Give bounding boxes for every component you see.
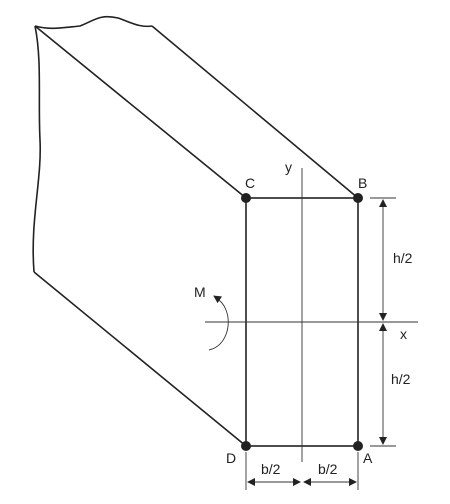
- y-axis-label: y: [285, 159, 292, 175]
- beam-broken-end: [32, 15, 153, 273]
- point-b-label: B: [358, 175, 367, 191]
- point-b: [353, 193, 363, 203]
- point-a: [353, 441, 363, 451]
- height-dimension: [370, 197, 396, 447]
- x-axis-label: x: [400, 326, 407, 342]
- half-width-right-label: b/2: [318, 461, 338, 477]
- point-a-label: A: [363, 450, 373, 466]
- point-c: [241, 193, 251, 203]
- point-d-label: D: [226, 450, 236, 466]
- half-height-top-label: h/2: [393, 250, 413, 266]
- width-dimension: [245, 452, 359, 490]
- moment-arrow: [208, 295, 229, 351]
- beam-upper-edge: [151, 25, 359, 199]
- beam-top-edge: [34, 25, 247, 199]
- beam-body: [32, 15, 359, 447]
- corner-points: [241, 193, 363, 451]
- half-height-bottom-label: h/2: [391, 371, 411, 387]
- point-c-label: C: [245, 175, 255, 191]
- beam-bottom-edge: [33, 271, 247, 447]
- moment-label: M: [194, 284, 206, 300]
- half-width-left-label: b/2: [261, 461, 281, 477]
- point-d: [241, 441, 251, 451]
